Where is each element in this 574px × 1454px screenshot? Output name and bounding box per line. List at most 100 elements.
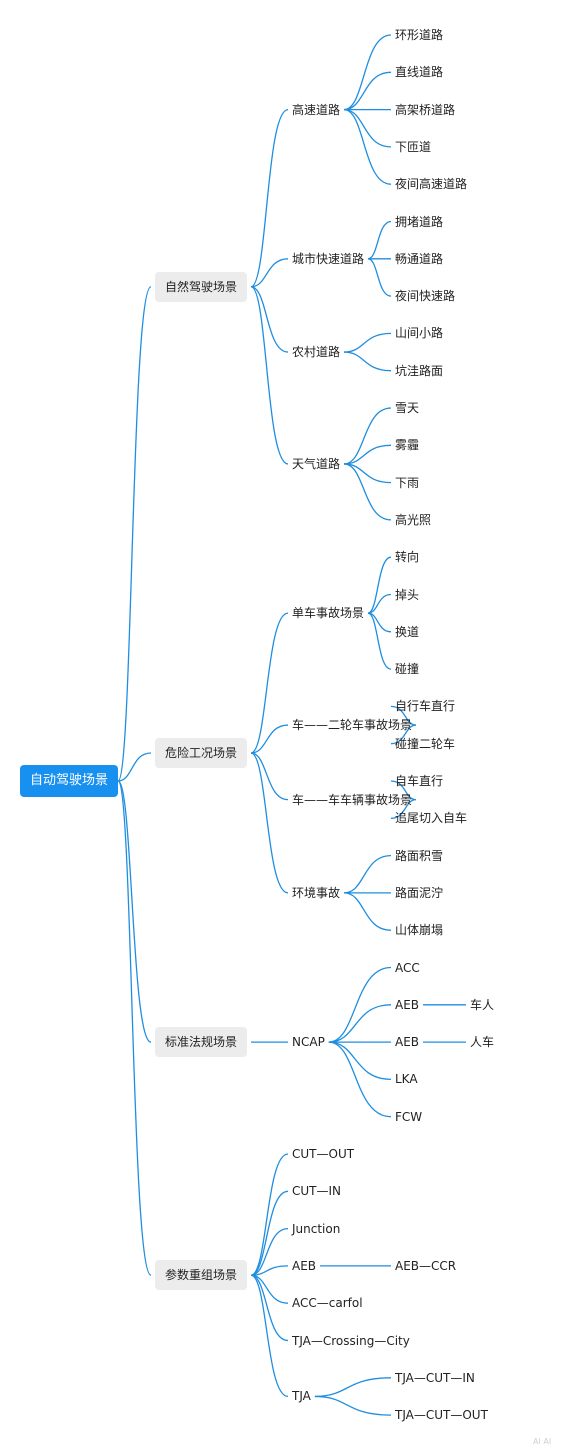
mindmap-link [367,556,392,614]
topic-node[interactable]: 下雨 [395,475,420,490]
topic-node[interactable]: 拥堵道路 [395,214,444,229]
root-node[interactable]: 自动驾驶场景 [20,765,119,797]
topic-node[interactable]: 车——车车辆事故场景 [292,792,413,807]
topic-node[interactable]: 路面泥泞 [395,885,444,900]
topic-node[interactable]: 高架桥道路 [395,102,456,117]
topic-node[interactable]: ACC [395,960,420,975]
topic-node[interactable]: TJA—CUT—IN [395,1370,475,1385]
topic-node[interactable]: AEB—CCR [395,1258,457,1273]
topic-node[interactable]: 单车事故场景 [292,606,365,621]
mindmap-link [117,286,152,782]
topic-node[interactable]: 环境事故 [292,885,341,900]
branch-node[interactable]: 参数重组场景 [155,1260,248,1291]
branch-node[interactable]: 危险工况场景 [155,738,248,769]
topic-node[interactable]: 高速道路 [292,102,341,117]
topic-node[interactable]: AEB [292,1258,317,1273]
mindmap-link [344,463,392,484]
topic-node[interactable]: Junction [292,1221,341,1236]
mindmap-link [328,966,392,1043]
branch-node[interactable]: 自然驾驶场景 [155,271,248,302]
topic-node[interactable]: 环形道路 [395,28,444,42]
branch-node[interactable]: 标准法规场景 [155,1027,248,1058]
topic-node[interactable]: 碰撞二轮车 [395,736,456,751]
topic-node[interactable]: 人车 [470,1035,495,1050]
topic-node[interactable]: 畅通道路 [395,251,444,266]
mindmap-link [390,780,417,801]
topic-node[interactable]: AEB [395,997,420,1012]
mindmap-link [250,752,289,894]
topic-node[interactable]: TJA [292,1389,311,1404]
topic-node[interactable]: TJA—Crossing—City [292,1333,410,1348]
topic-node[interactable]: 车——二轮车事故场景 [292,718,413,733]
topic-node[interactable]: 雪天 [395,401,420,415]
mindmap-link [344,444,392,465]
topic-node[interactable]: ACC—carfol [292,1296,363,1311]
topic-node[interactable]: 追尾切入自车 [395,811,468,826]
mindmap-link [343,407,392,465]
mindmap-link [344,351,392,372]
watermark: AI AI [533,1437,552,1446]
topic-node[interactable]: 坑洼路面 [395,363,444,378]
topic-node[interactable]: FCW [395,1109,423,1124]
mindmap-link [367,220,392,260]
mindmap-link [250,1274,289,1398]
topic-node[interactable]: 农村道路 [292,345,341,360]
mindmap-link [251,1265,289,1276]
mindmap-link [250,724,289,754]
mindmap-link [328,1041,392,1118]
mindmap-link [250,612,289,754]
topic-node[interactable]: 车人 [470,997,495,1012]
topic-node[interactable]: 路面积雪 [395,848,444,863]
mindmap-link [250,1153,289,1276]
topic-node[interactable]: 夜间高速道路 [395,177,468,192]
topic-node[interactable]: 直线道路 [395,65,444,80]
mindmap-link [367,593,392,614]
mindmap-link [367,258,392,297]
topic-node[interactable]: 掉头 [395,587,420,602]
mindmap-link [250,752,289,801]
mindmap-link [343,854,392,894]
mindmap-link [117,780,152,1276]
mindmap-link [314,1395,392,1416]
topic-node[interactable]: TJA—CUT—OUT [395,1408,488,1423]
mindmap-link [250,1274,289,1342]
topic-node[interactable]: 夜间快速路 [395,289,456,304]
topic-node[interactable]: 城市快速道路 [292,251,365,266]
topic-node[interactable]: 山体崩塌 [395,923,444,938]
topic-node[interactable]: CUT—OUT [292,1147,355,1161]
mindmap-link [250,1190,289,1276]
topic-node[interactable]: LKA [395,1072,418,1087]
topic-node[interactable]: 转向 [395,550,420,565]
mindmap-link [343,892,392,931]
topic-node[interactable]: 换道 [395,624,420,639]
topic-node[interactable]: 自行车直行 [395,699,456,714]
mindmap-link [390,724,417,745]
mindmap-link [343,108,392,148]
mindmap-link [250,286,289,353]
mindmap-link [344,332,392,353]
mindmap-link [343,108,392,185]
mindmap-link [328,1041,392,1081]
topic-node[interactable]: NCAP [292,1035,325,1050]
mindmap-link [250,108,289,288]
mindmap-link [390,705,417,726]
topic-node[interactable]: 雾霾 [395,438,420,453]
topic-node[interactable]: 天气道路 [292,456,341,471]
mindmap-link [343,71,392,111]
mindmap-link [328,1004,392,1043]
topic-node[interactable]: 山间小路 [395,326,444,341]
mindmap-link [343,463,392,521]
topic-node[interactable]: CUT—IN [292,1184,342,1199]
topic-node[interactable]: 高光照 [395,512,432,527]
topic-node[interactable]: 碰撞 [395,662,420,677]
mindmap-link [390,799,417,819]
topic-node[interactable]: 自车直行 [395,774,444,788]
mindmap-link [367,612,392,670]
mindmap-link [250,286,289,465]
topic-node[interactable]: AEB [395,1035,420,1050]
topic-node[interactable]: 下匝道 [395,139,432,154]
mindmap-link [343,34,392,111]
mindmap-link [117,780,152,1043]
